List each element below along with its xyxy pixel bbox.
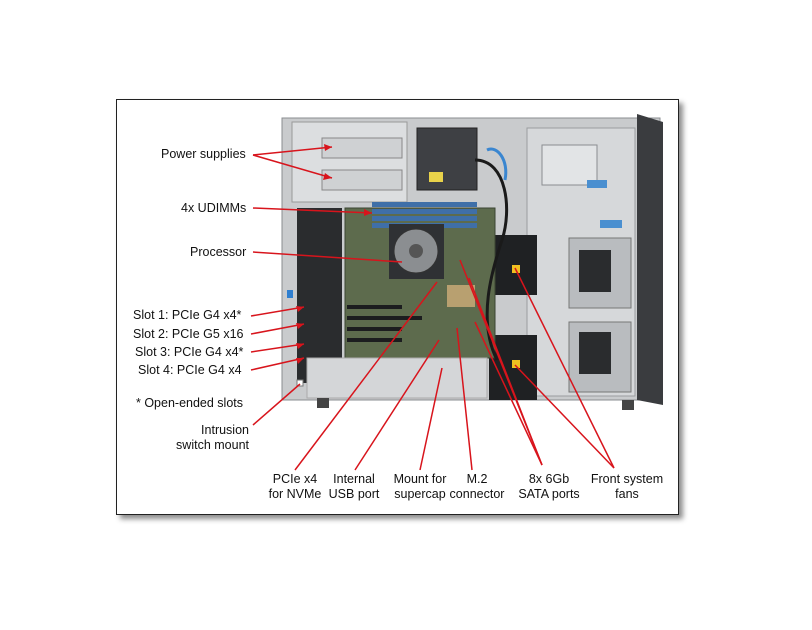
front-bezel [637, 114, 663, 405]
callout-slot2 [250, 323, 305, 335]
pcie-slot-1 [347, 305, 402, 309]
label-sata-1: 8x 6Gb [528, 472, 570, 486]
psu-upper [321, 137, 403, 159]
diagram-frame: Power supplies 4x UDIMMs Processor Slot … [116, 99, 679, 515]
callout-sata-3 [474, 321, 543, 466]
label-sata-2: SATA ports [518, 487, 580, 501]
callout-slot1 [250, 306, 305, 317]
psu-lower [321, 169, 403, 191]
callout-m2 [456, 327, 473, 471]
rear-port-blue [287, 290, 293, 298]
callout-udimms [252, 207, 373, 214]
label-slot3: Slot 3: PCIe G4 x4* [135, 345, 244, 359]
callout-supercap [419, 367, 443, 471]
cable-bundle [474, 158, 509, 361]
label-nvme-2: for NVMe [268, 487, 322, 501]
label-m2-1: M.2 [466, 472, 488, 486]
callout-fan-1 [514, 267, 615, 469]
drive-fan-block-1 [579, 250, 611, 292]
fan-label-2 [512, 360, 520, 368]
callout-slot3 [250, 343, 305, 353]
label-power-supplies: Power supplies [161, 147, 246, 161]
arrow-psu-2 [323, 173, 332, 180]
arrow-slot3 [296, 343, 304, 349]
chipset-heatsink [447, 285, 475, 307]
callout-nvme [294, 281, 438, 471]
label-processor: Processor [190, 245, 247, 259]
chassis-floor [306, 357, 488, 399]
callout-lines [250, 146, 615, 471]
callout-usb [354, 339, 440, 471]
label-udimms: 4x UDIMMs [181, 201, 247, 215]
callout-fan-2 [514, 364, 615, 469]
intrusion-switch [296, 379, 304, 387]
pcie-slot-2 [347, 316, 422, 320]
chassis-foot-1 [317, 398, 329, 408]
drive-latch-blue [587, 180, 607, 188]
pcie-slot-3 [347, 327, 402, 331]
label-intrusion-2: switch mount [176, 438, 249, 452]
label-usb-2: USB port [328, 487, 380, 501]
label-nvme-1: PCIe x4 [272, 472, 318, 486]
arrow-slot1 [296, 306, 304, 312]
label-supercap-2: supercap [394, 487, 446, 501]
cpu-fan-hub [409, 244, 423, 258]
label-fans-2: fans [615, 487, 639, 501]
label-slot2: Slot 2: PCIe G5 x16 [133, 327, 244, 341]
drive-latch-blue-2 [600, 220, 622, 228]
label-fans-1: Front system [590, 472, 664, 486]
callout-intrusion [252, 383, 301, 426]
callout-psu-2 [252, 154, 333, 179]
arrow-udimms [364, 209, 372, 216]
arrow-slot4 [296, 358, 304, 364]
label-usb-1: Internal [333, 472, 375, 486]
callout-psu-1 [252, 146, 333, 156]
label-intrusion-1: Intrusion [201, 423, 249, 437]
pcie-bracket [297, 208, 342, 383]
server-interior-illustration [250, 114, 663, 471]
label-supercap-1: Mount for [393, 472, 447, 486]
drive-bracket-top [541, 144, 598, 186]
drive-fan-block-2 [579, 332, 611, 374]
label-slot4: Slot 4: PCIe G4 x4 [138, 363, 242, 377]
cable-blue [486, 147, 508, 181]
label-m2-2: connector [449, 487, 505, 501]
label-slot1: Slot 1: PCIe G4 x4* [133, 308, 242, 322]
dimm-3 [372, 216, 477, 221]
arrow-psu-1 [324, 144, 332, 151]
psu-module [416, 127, 478, 191]
dimm-1 [372, 202, 477, 207]
pcie-slot-4 [347, 338, 402, 342]
callout-sata-2 [468, 277, 543, 466]
callout-processor [252, 251, 403, 263]
arrow-slot2 [296, 323, 304, 329]
callout-arrowheads [296, 144, 372, 364]
chassis-foot-2 [622, 400, 634, 410]
dimm-2 [372, 209, 477, 214]
psu-module-label [429, 172, 443, 182]
callout-slot4 [250, 357, 305, 371]
label-open-ended: * Open-ended slots [136, 396, 244, 410]
